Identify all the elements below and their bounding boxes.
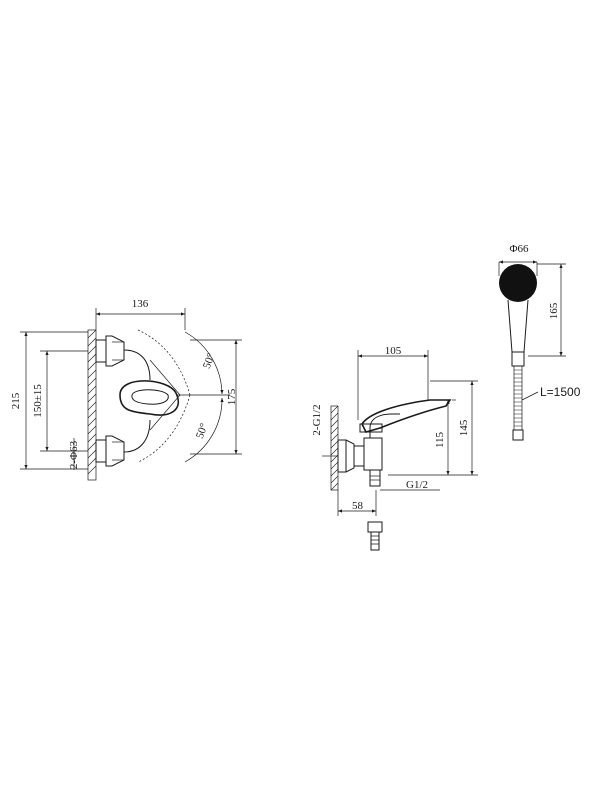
outlet-fitting [367, 521, 383, 551]
bottom-escutcheon [95, 435, 125, 467]
dim-215: 215 [10, 392, 22, 409]
angle-arc-bottom [184, 397, 224, 463]
dim-165: 165 [548, 302, 560, 319]
handle-sweep [137, 329, 230, 463]
label-hose-length: L=1500 [540, 385, 581, 399]
side-body [359, 399, 452, 487]
dim-105: 105 [385, 345, 402, 357]
shower-hose [512, 366, 524, 441]
dim-58: 58 [352, 500, 364, 512]
shower-handle [507, 299, 529, 353]
label-outlet-thread: G1/2 [406, 479, 428, 491]
angle-top-label: 50° [201, 352, 218, 371]
mixer-body [119, 349, 179, 453]
dim-136: 136 [132, 298, 149, 310]
wall-hatching [87, 329, 97, 481]
dim-145: 145 [458, 419, 470, 436]
dim-175: 175 [226, 388, 238, 405]
hand-shower [498, 260, 566, 441]
top-escutcheon [95, 335, 125, 367]
angle-arc-top [184, 331, 224, 395]
front-view [20, 308, 242, 481]
angle-bottom-label: 50° [194, 422, 211, 441]
dim-115: 115 [434, 431, 446, 448]
side-wall-hatching [330, 405, 339, 491]
label-flange-diameter: 2-Φ63 [68, 440, 80, 469]
shower-head [499, 264, 537, 302]
dim-head-diameter: Φ66 [509, 243, 529, 255]
dim-150-tolerance: 150±15 [32, 384, 44, 418]
side-connector [337, 439, 365, 473]
label-inlet-thread: 2-G1/2 [311, 404, 323, 435]
side-view [322, 350, 478, 551]
